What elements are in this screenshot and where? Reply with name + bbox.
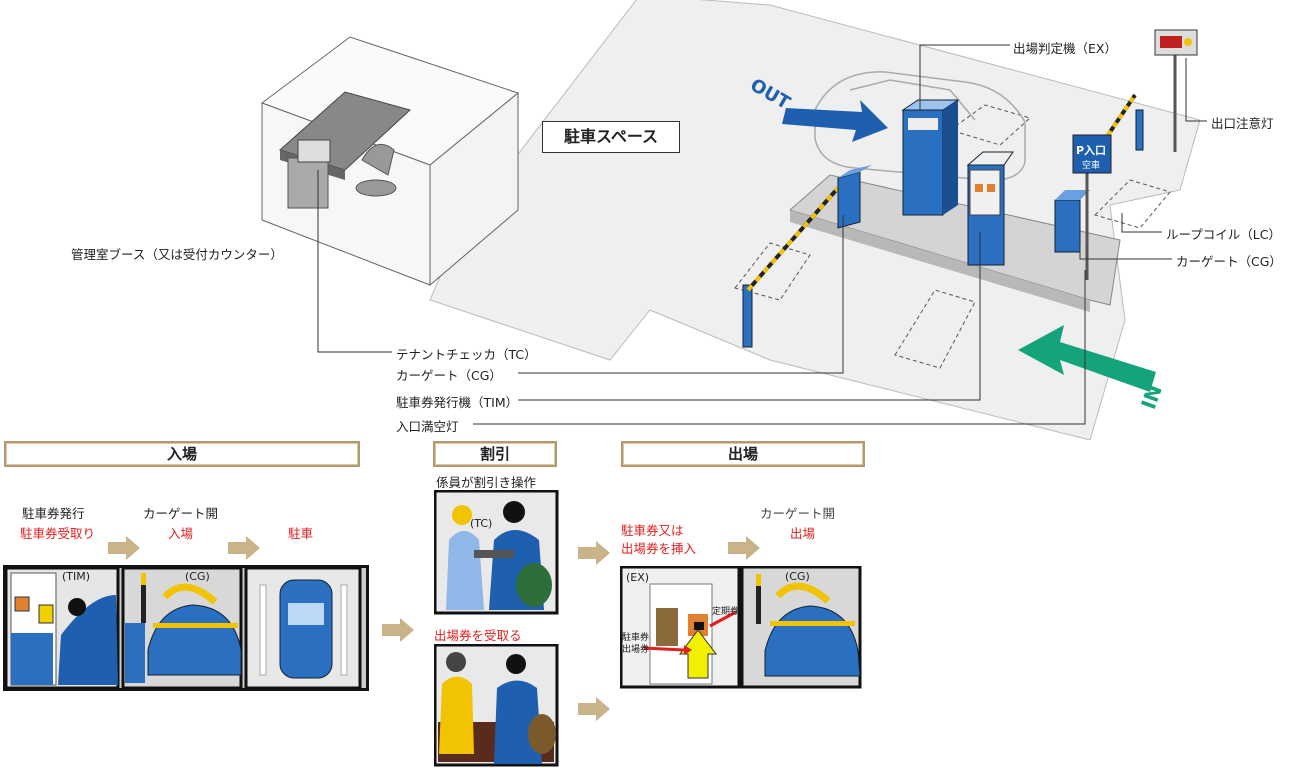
exit-step2-caption: カーゲート開 [760,506,836,521]
label-car-gate-right: カーゲート（CG） [1176,254,1282,269]
discount-caption: 係員が割引き操作 [436,475,537,490]
entry-panel2-tag: (CG) [185,570,210,583]
discount-panel-top [434,490,559,615]
label-booth: 管理室ブース（又は受付カウンター） [71,247,283,262]
gate-barriers [742,93,1144,348]
exit-panel2-tag: (CG) [785,570,810,583]
svg-text:P入口: P入口 [1076,144,1106,157]
discount-receive-caption: 出場券を受取る [434,628,522,643]
entry-step1-caption: 駐車券発行 [22,506,85,521]
entry-full-lamp-sign: P入口 空車 [1072,134,1112,280]
label-entry-lamp: 入口満空灯 [396,419,459,434]
step-arrow-icon [728,536,760,560]
island [788,174,1121,312]
booth-desk-icon [279,91,411,209]
step-arrow-icon [578,541,610,565]
step-arrow-icon [578,697,610,721]
label-tenant-checker: テナントチェッカ（TC） [396,347,537,362]
step-arrow-icon [382,618,414,642]
entry-step2-action: 入場 [168,526,194,541]
exit-panel1-ticket-label: 駐車券 [622,633,650,643]
parking-slot-lines [734,104,1171,369]
label-exit-checker: 出場判定機（EX） [1013,41,1117,56]
entry-step1-action: 駐車券受取り [20,526,96,541]
section-header-discount: 割引 [433,441,557,467]
label-car-gate-left: カーゲート（CG） [396,368,502,383]
exit-step1-line1: 駐車券又は [621,523,684,538]
section-header-entry: 入場 [4,441,360,467]
parking-overview-illustration: OUT IN P入口 空車 [260,0,1207,440]
exit-panel1-tag: (EX) [626,571,650,584]
discount-panel-tag: (TC) [470,517,493,530]
section-header-exit: 出場 [621,441,865,467]
label-exit-lamp: 出口注意灯 [1211,116,1274,131]
label-ticket-machine: 駐車券発行機（TIM） [396,395,519,410]
machine-cg-left [837,165,872,229]
machine-ex [901,99,960,216]
step-arrow-icon [108,536,140,560]
svg-text:空車: 空車 [1082,159,1100,171]
entry-step2-caption: カーゲート開 [143,506,219,521]
label-loop-coil: ループコイル（LC） [1166,227,1281,242]
out-arrow [782,100,888,142]
entry-panel1-tag: (TIM) [62,570,91,583]
leader-lines [317,44,1207,425]
step-arrow-icon [228,536,260,560]
parking-space-label: 駐車スペース [542,121,680,153]
exit-panels-illustration [620,566,862,689]
entry-panels-illustration [4,566,362,690]
machine-cg-right [1054,190,1090,253]
entry-step3-action: 駐車 [288,526,314,541]
exit-panel1-pass-label: 定期券 [712,607,740,617]
exit-step1-line2: 出場券を挿入 [621,541,697,556]
machine-tim [966,151,1014,266]
exit-step2-action: 出場 [790,526,816,541]
in-arrow [1018,325,1156,392]
exit-warning-lamp [1154,29,1198,152]
discount-panel-bottom [434,644,559,767]
exit-panel1-exit-ticket-label: 出場券 [622,645,650,655]
